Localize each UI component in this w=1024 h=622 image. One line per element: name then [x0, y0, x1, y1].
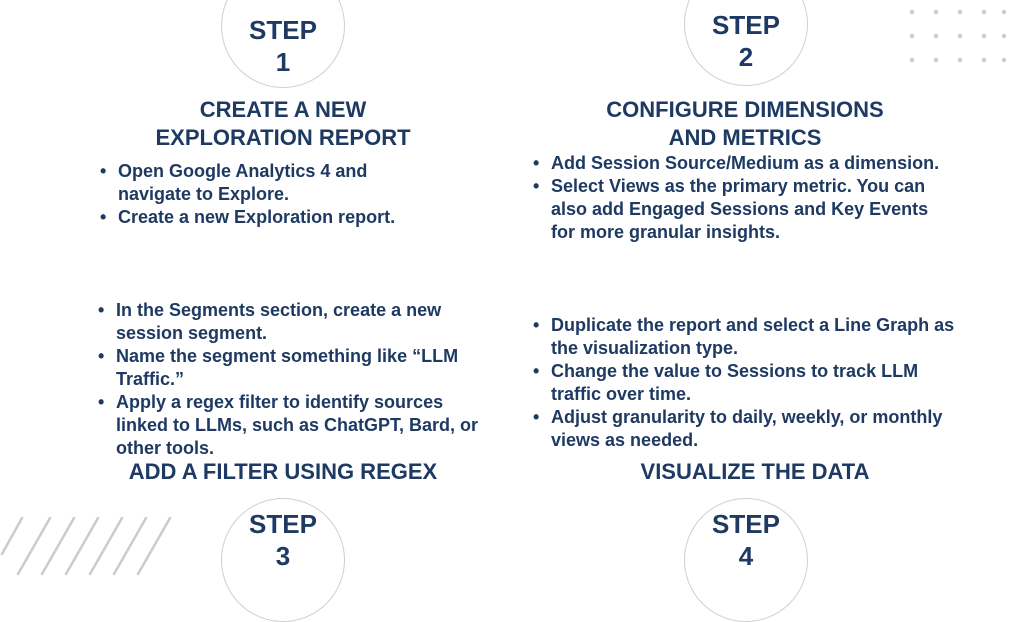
step-1-heading-line2: EXPLORATION REPORT [155, 125, 411, 150]
step-1-heading: CREATE A NEW EXPLORATION REPORT [100, 96, 466, 152]
step-4-heading-line1: VISUALIZE THE DATA [640, 459, 870, 484]
step-1-heading-line1: CREATE A NEW [199, 97, 367, 122]
step-3-badge: STEP 3 [221, 498, 345, 622]
step-3-heading-line1: ADD A FILTER USING REGEX [128, 459, 438, 484]
list-item: In the Segments section, create a new se… [98, 299, 488, 345]
step-1-label: STEP [249, 15, 317, 45]
step-2-heading-line1: CONFIGURE DIMENSIONS [606, 97, 884, 122]
list-item: Create a new Exploration report. [100, 206, 440, 229]
step-4-number: 4 [738, 541, 754, 571]
list-item: Select Views as the primary metric. You … [533, 175, 953, 244]
step-1-badge: STEP 1 [221, 0, 345, 88]
list-item: Open Google Analytics 4 and navigate to … [100, 160, 440, 206]
step-2-badge: STEP 2 [684, 0, 808, 86]
step-3-bullet-list: In the Segments section, create a new se… [98, 299, 488, 460]
dot-grid-icon [909, 9, 1007, 63]
step-2-label: STEP [712, 10, 780, 40]
list-item: Name the segment something like “LLM Tra… [98, 345, 488, 391]
step-3-label: STEP [249, 509, 317, 539]
step-1-number: 1 [275, 47, 291, 77]
step-4-heading: VISUALIZE THE DATA [560, 458, 950, 486]
step-2-bullet-list: Add Session Source/Medium as a dimension… [533, 152, 953, 244]
step-2-number: 2 [738, 42, 754, 72]
step-4-label: STEP [712, 509, 780, 539]
step-2-heading-line2: AND METRICS [668, 125, 822, 150]
step-3-number: 3 [275, 541, 291, 571]
step-2-heading: CONFIGURE DIMENSIONS AND METRICS [560, 96, 930, 152]
list-item: Add Session Source/Medium as a dimension… [533, 152, 953, 175]
step-1-bullet-list: Open Google Analytics 4 and navigate to … [100, 160, 440, 229]
list-item: Adjust granularity to daily, weekly, or … [533, 406, 973, 452]
diagonal-lines-icon [0, 516, 172, 576]
list-item: Apply a regex filter to identify sources… [98, 391, 488, 460]
step-4-bullet-list: Duplicate the report and select a Line G… [533, 314, 973, 452]
step-4-badge: STEP 4 [684, 498, 808, 622]
step-3-heading: ADD A FILTER USING REGEX [80, 458, 486, 486]
list-item: Change the value to Sessions to track LL… [533, 360, 973, 406]
list-item: Duplicate the report and select a Line G… [533, 314, 973, 360]
